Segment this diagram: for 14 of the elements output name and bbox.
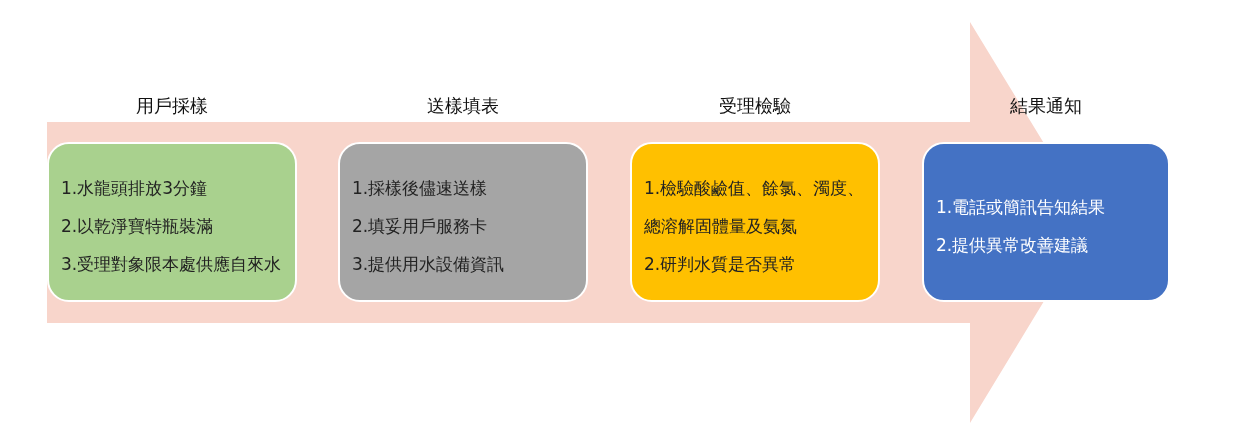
step-item: 2.提供異常改善建議 [936,234,1090,257]
step-item: 3.受理對象限本處供應自來水 [61,253,283,276]
step-item: 2.以乾淨寶特瓶裝滿 [61,215,215,238]
step-item: 3.提供用水設備資訊 [352,253,506,276]
step-item: 1.水龍頭排放3分鐘 [61,177,209,200]
step-heading: 結果通知 [1010,94,1082,118]
step-heading: 送樣填表 [427,94,499,118]
step-item: 1.採樣後儘速送樣 [352,177,489,200]
step-item: 2.研判水質是否異常 [644,253,798,276]
step-item: 2.填妥用戶服務卡 [352,215,489,238]
step-item: 1.電話或簡訊告知結果 [936,196,1107,219]
step-heading: 用戶採樣 [136,94,208,118]
step-item: 1.檢驗酸鹼值、餘氯、濁度、總溶解固體量及氨氮 [644,177,866,238]
step-heading: 受理檢驗 [719,94,791,118]
